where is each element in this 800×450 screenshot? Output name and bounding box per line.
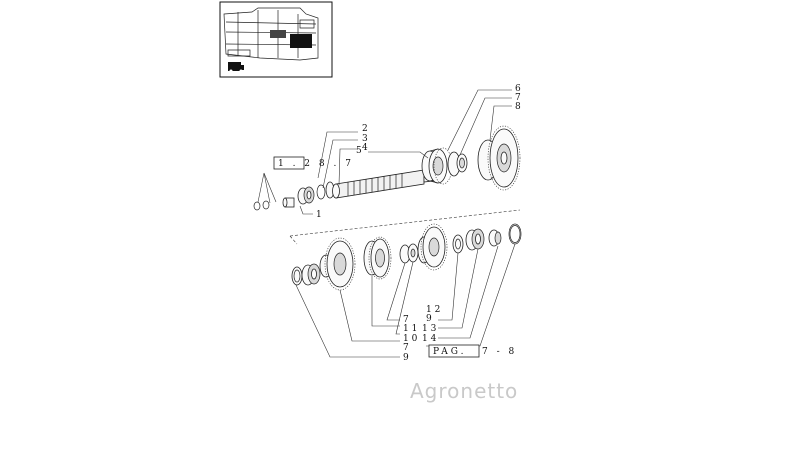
gear-ring-6: [447, 151, 468, 177]
roller-bearing-left: [297, 186, 315, 205]
snap-rings-left: [253, 172, 277, 211]
watermark: Agronetto: [410, 379, 518, 403]
spacer-lower-right: [488, 229, 502, 247]
reference-box: 1 . 2 8 . 7: [273, 156, 354, 170]
bearing-lower-right: [465, 228, 485, 251]
washer-lower: [452, 234, 464, 254]
snap-ring-3: [316, 184, 326, 200]
synchro-hub: [421, 147, 453, 185]
synchro-hub-lower: [363, 236, 392, 280]
part-number-5: 5: [356, 146, 362, 156]
part-number-7-bottom: 7: [403, 343, 409, 353]
large-gear-8: [477, 125, 521, 191]
assembly-separator: [289, 209, 521, 245]
part-number-9: 9: [426, 314, 432, 324]
small-hub-lower: [399, 243, 419, 264]
part-number-12: 1 2: [426, 305, 440, 315]
part-number-14: 1 4: [422, 334, 437, 344]
part-number-1: 1: [316, 210, 322, 220]
part-number-11: 1 1: [403, 324, 417, 334]
tractor-icon: [228, 62, 244, 73]
gear-lower-2: [417, 223, 448, 271]
part-number-3: 3: [362, 134, 368, 144]
part-number-7-lower: 7: [403, 315, 409, 325]
part-number-8: 8: [515, 102, 521, 112]
transmission-thumbnail: [219, 1, 333, 78]
part-number-4: 4: [362, 143, 368, 153]
part-number-9-bottom: 9: [403, 353, 409, 363]
part-number-2: 2: [362, 124, 368, 134]
bearing-lower-left: [301, 263, 321, 286]
part-number-13: 1 3: [422, 324, 437, 334]
part-number-10: 1 0: [403, 334, 418, 344]
page-reference: PAG. 7 - 8: [428, 344, 517, 358]
upper-leaders: [299, 89, 512, 215]
snap-ring-lower-right: [508, 223, 522, 245]
page-reference-value: 7 - 8: [482, 347, 517, 357]
spacer-ring-lower: [291, 266, 303, 286]
part-number-7: 7: [515, 93, 521, 103]
part-number-6: 6: [515, 84, 521, 94]
page-reference-box: PAG.: [433, 347, 466, 357]
bearing-cap: [282, 197, 295, 208]
reference-box-label: 1 . 2 8 . 7: [278, 159, 354, 169]
gear-lower-1: [319, 237, 356, 291]
